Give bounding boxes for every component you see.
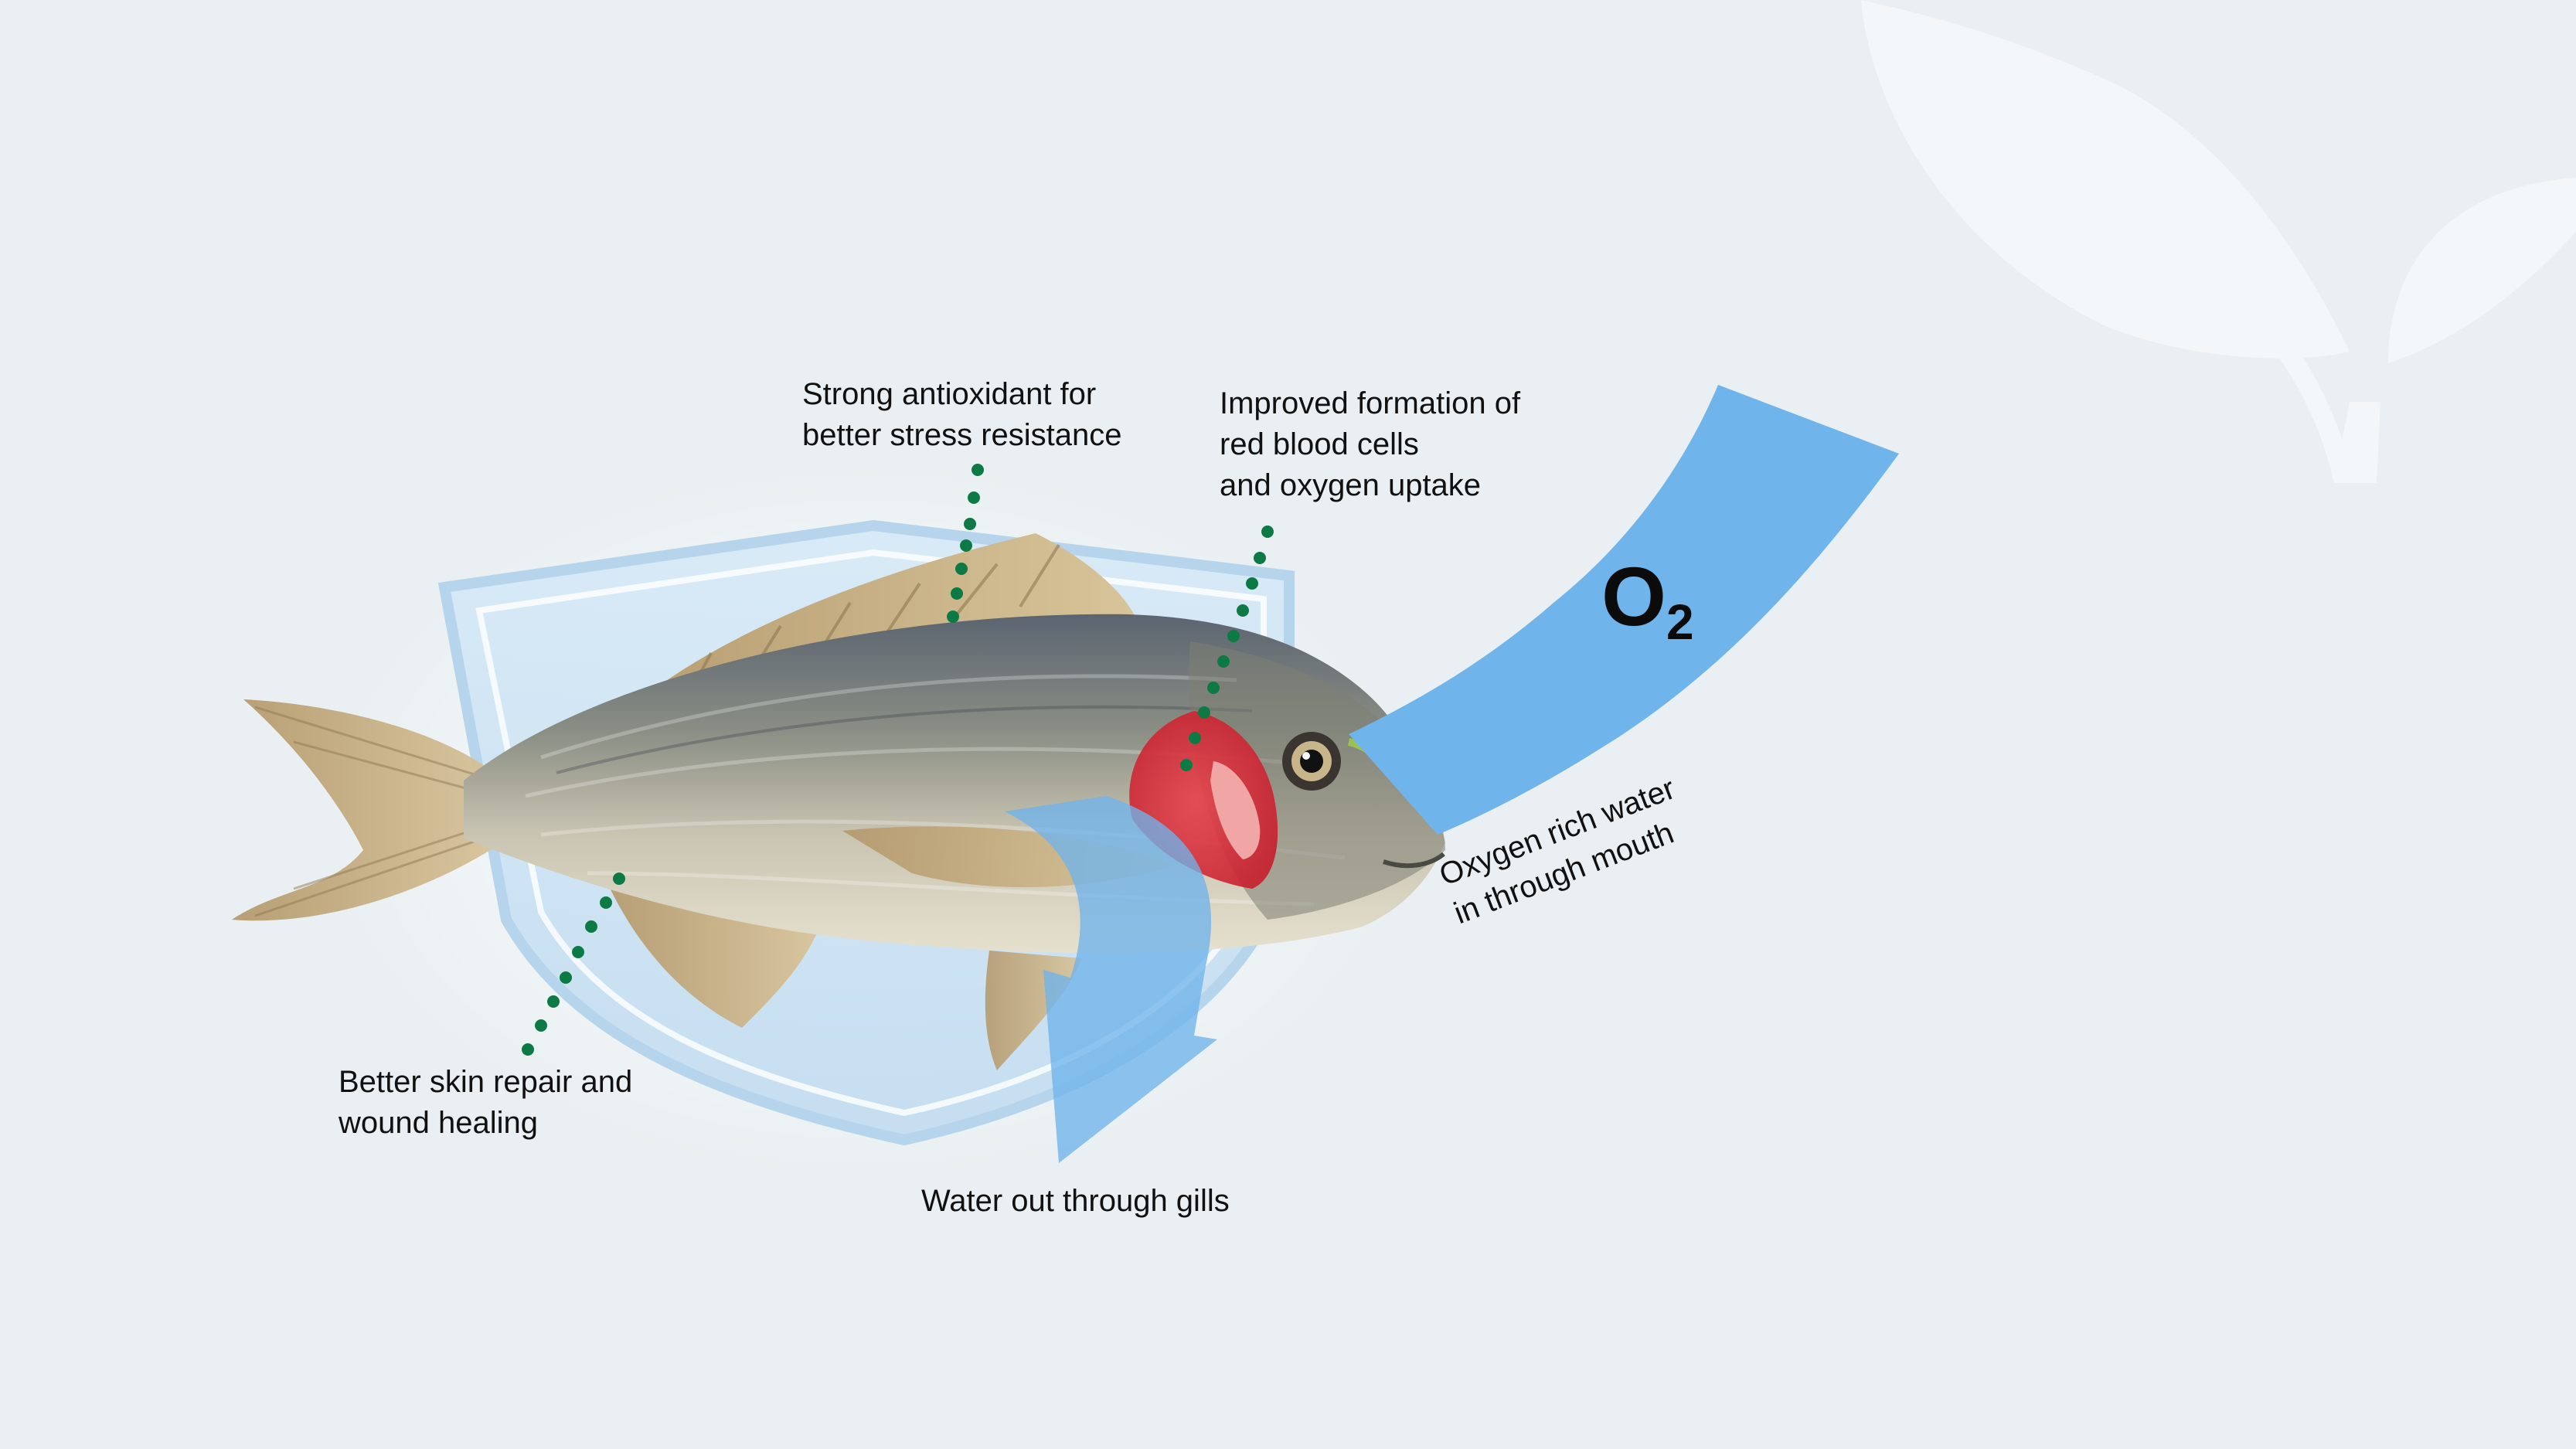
fish-illustration [232, 533, 1445, 1070]
water-out-arrow [1005, 796, 1217, 1163]
o2-letter: O [1601, 549, 1667, 643]
leader-dots-blood-cells [1180, 526, 1274, 771]
label-blood-cells: Improved formation of red blood cells an… [1220, 383, 1520, 506]
leaf-watermark-icon [1861, 0, 2576, 483]
label-skin-repair-line-2: wound healing [339, 1106, 538, 1140]
label-antioxidant-line-2: better stress resistance [802, 418, 1122, 452]
label-skin-repair-line-1: Better skin repair and [339, 1065, 633, 1099]
label-blood-cells-line-1: Improved formation of [1220, 386, 1521, 420]
label-water-out-text: Water out through gills [921, 1184, 1230, 1218]
label-skin-repair: Better skin repair and wound healing [339, 1062, 632, 1144]
leader-dots-skin-repair [522, 872, 625, 1056]
label-antioxidant: Strong antioxidant for better stress res… [802, 374, 1122, 456]
label-blood-cells-line-3: and oxygen uptake [1220, 468, 1482, 502]
o2-symbol: O2 [1601, 549, 1694, 651]
leader-dots-antioxidant [947, 464, 984, 623]
label-water-out: Water out through gills [921, 1181, 1230, 1222]
oxygen-flow-band [1349, 385, 1899, 835]
label-blood-cells-line-2: red blood cells [1220, 427, 1419, 461]
label-antioxidant-line-1: Strong antioxidant for [802, 377, 1097, 411]
o2-subscript: 2 [1666, 594, 1694, 650]
